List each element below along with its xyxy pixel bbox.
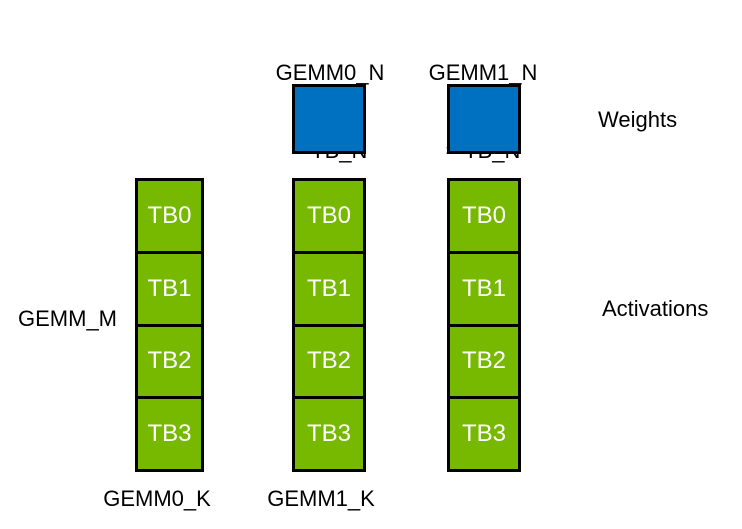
tb-cell: TB0 bbox=[450, 181, 518, 254]
activation-column-0: TB0 TB1 TB2 TB3 bbox=[135, 178, 204, 472]
gemm1-n-label-line1: GEMM1_N bbox=[428, 60, 538, 85]
tb-cell: TB2 bbox=[138, 326, 201, 400]
tb-cell: TB2 bbox=[450, 326, 518, 400]
weight-block-gemm1 bbox=[447, 84, 521, 154]
tb-cell-label: TB2 bbox=[306, 347, 351, 375]
tb-cell-label: TB3 bbox=[147, 420, 192, 448]
tb-cell: TB1 bbox=[295, 253, 363, 327]
tb-cell-label: TB3 bbox=[306, 420, 351, 448]
gemm0-n-label-line1: GEMM0_N bbox=[275, 60, 385, 85]
tb-cell: TB0 bbox=[295, 181, 363, 254]
gemm1-k-label: GEMM1_K bbox=[267, 486, 375, 511]
tb-cell-label: TB2 bbox=[147, 347, 192, 375]
gemm-m-label: GEMM_M bbox=[18, 306, 117, 331]
tb-cell: TB3 bbox=[295, 399, 363, 469]
tb-cell-label: TB3 bbox=[461, 420, 506, 448]
tb-cell: TB0 bbox=[138, 181, 201, 254]
tb-cell-label: TB0 bbox=[306, 201, 351, 229]
tb-cell: TB1 bbox=[138, 253, 201, 327]
activations-label: Activations bbox=[602, 296, 709, 321]
gemm0-k-label: GEMM0_K bbox=[103, 486, 211, 511]
tb-cell-label: TB0 bbox=[147, 201, 192, 229]
tb-cell: TB2 bbox=[295, 326, 363, 400]
tb-cell: TB3 bbox=[450, 399, 518, 469]
activation-column-2: TB0 TB1 TB2 TB3 bbox=[447, 178, 521, 472]
tb-cell-label: TB1 bbox=[461, 274, 506, 302]
activation-column-1: TB0 TB1 TB2 TB3 bbox=[292, 178, 366, 472]
tb-cell: TB3 bbox=[138, 399, 201, 469]
tb-cell-label: TB1 bbox=[306, 274, 351, 302]
tb-cell-label: TB2 bbox=[461, 347, 506, 375]
weight-block-gemm0 bbox=[292, 84, 366, 154]
tb-cell-label: TB0 bbox=[461, 201, 506, 229]
tb-cell-label: TB1 bbox=[147, 274, 192, 302]
weights-label: Weights bbox=[598, 107, 678, 132]
tb-cell: TB1 bbox=[450, 253, 518, 327]
